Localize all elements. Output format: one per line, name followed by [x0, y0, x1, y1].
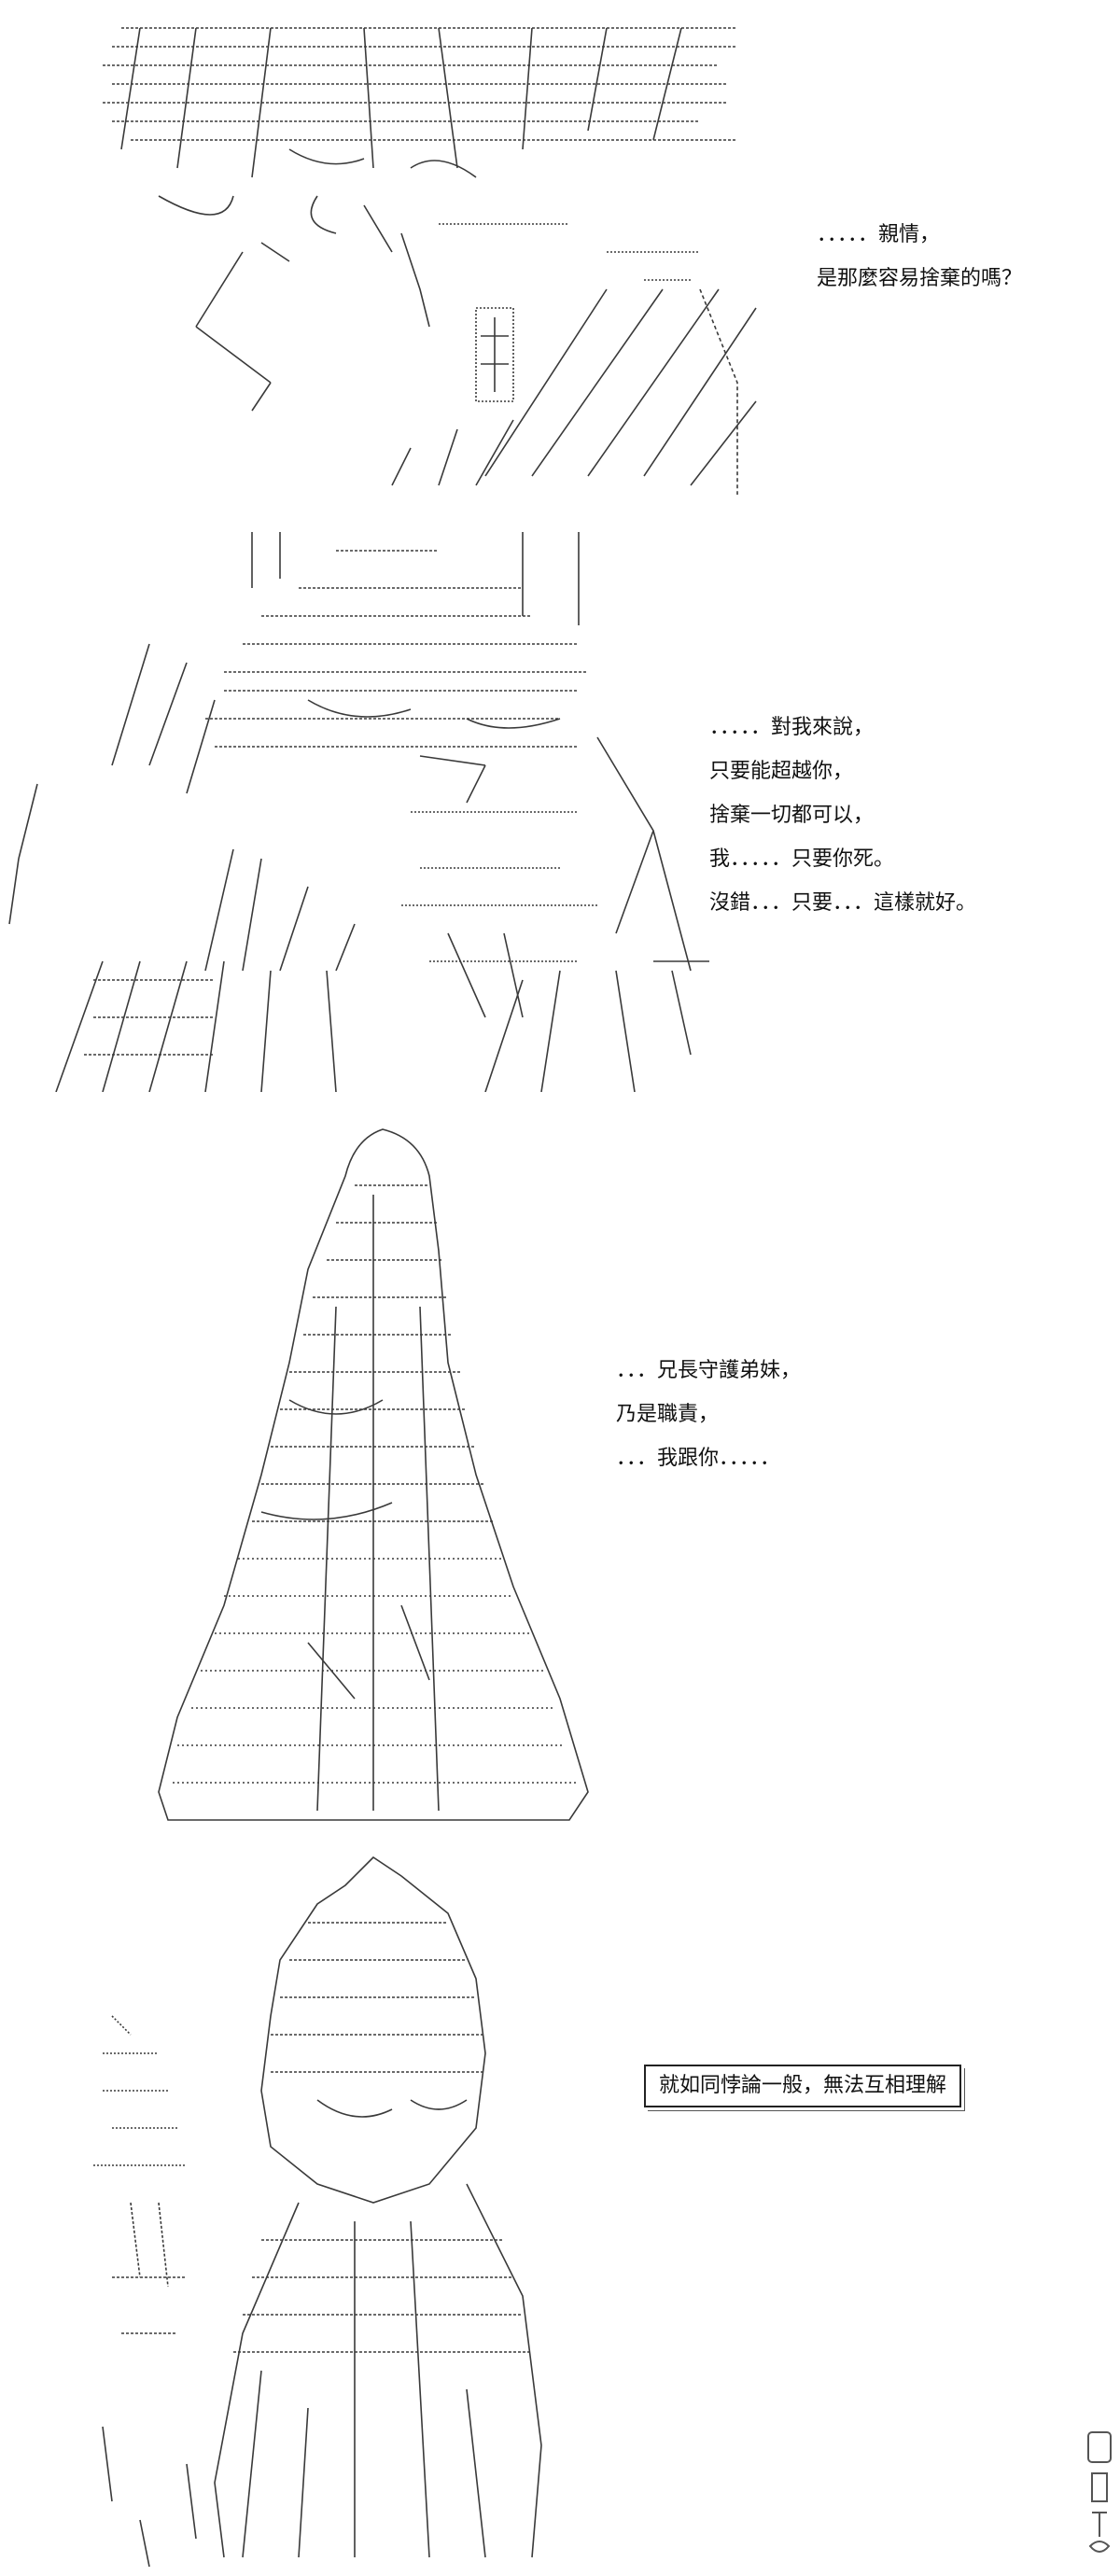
panel-1: ．．．．．親情， 是那麼容易捨棄的嗎？	[0, 0, 1120, 504]
dialogue-panel-3: ．．．兄長守護弟妹， 乃是職責， ．．．我跟你．．．．．	[616, 1349, 801, 1480]
dialogue-line: ．．．我跟你．．．．．	[616, 1447, 781, 1470]
dmzj-logo-icon	[1083, 2427, 1116, 2567]
dialogue-line: 只要能超越你，	[709, 760, 854, 783]
narration-text: 就如同悖論一般，無法互相理解	[659, 2074, 947, 2097]
panel-3: ．．．兄長守護弟妹， 乃是職責， ．．．我跟你．．．．．	[0, 1120, 1120, 1839]
dialogue-line: ．．．．．親情，	[817, 223, 941, 246]
narration-box: 就如同悖論一般，無法互相理解	[644, 2065, 962, 2107]
character-art-panel-2	[0, 532, 728, 1092]
character-art-panel-3	[121, 1120, 625, 1829]
panel-2: ．．．．．對我來說， 只要能超越你， 捨棄一切都可以， 我．．．．．只要你死。 …	[0, 523, 1120, 1101]
dialogue-line: 捨棄一切都可以，	[709, 804, 875, 827]
dialogue-line: 我．．．．．只要你死。	[709, 847, 895, 871]
dialogue-line: ．．．兄長守護弟妹，	[616, 1359, 802, 1382]
dialogue-panel-1: ．．．．．親情， 是那麼容易捨棄的嗎？	[817, 213, 1022, 301]
panel-4: 就如同悖論一般，無法互相理解	[0, 1848, 1120, 2576]
dialogue-line: 沒錯．．．只要．．．這樣就好。	[709, 891, 977, 915]
character-art-panel-1	[84, 9, 775, 504]
dialogue-line: ．．．．．對我來說，	[709, 716, 875, 739]
dialogue-panel-2: ．．．．．對我來說， 只要能超越你， 捨棄一切都可以， 我．．．．．只要你死。 …	[709, 706, 976, 925]
dialogue-line: 乃是職責，	[616, 1403, 720, 1426]
character-art-panel-4	[75, 1848, 635, 2567]
dialogue-line: 是那麼容易捨棄的嗎？	[817, 267, 1023, 290]
